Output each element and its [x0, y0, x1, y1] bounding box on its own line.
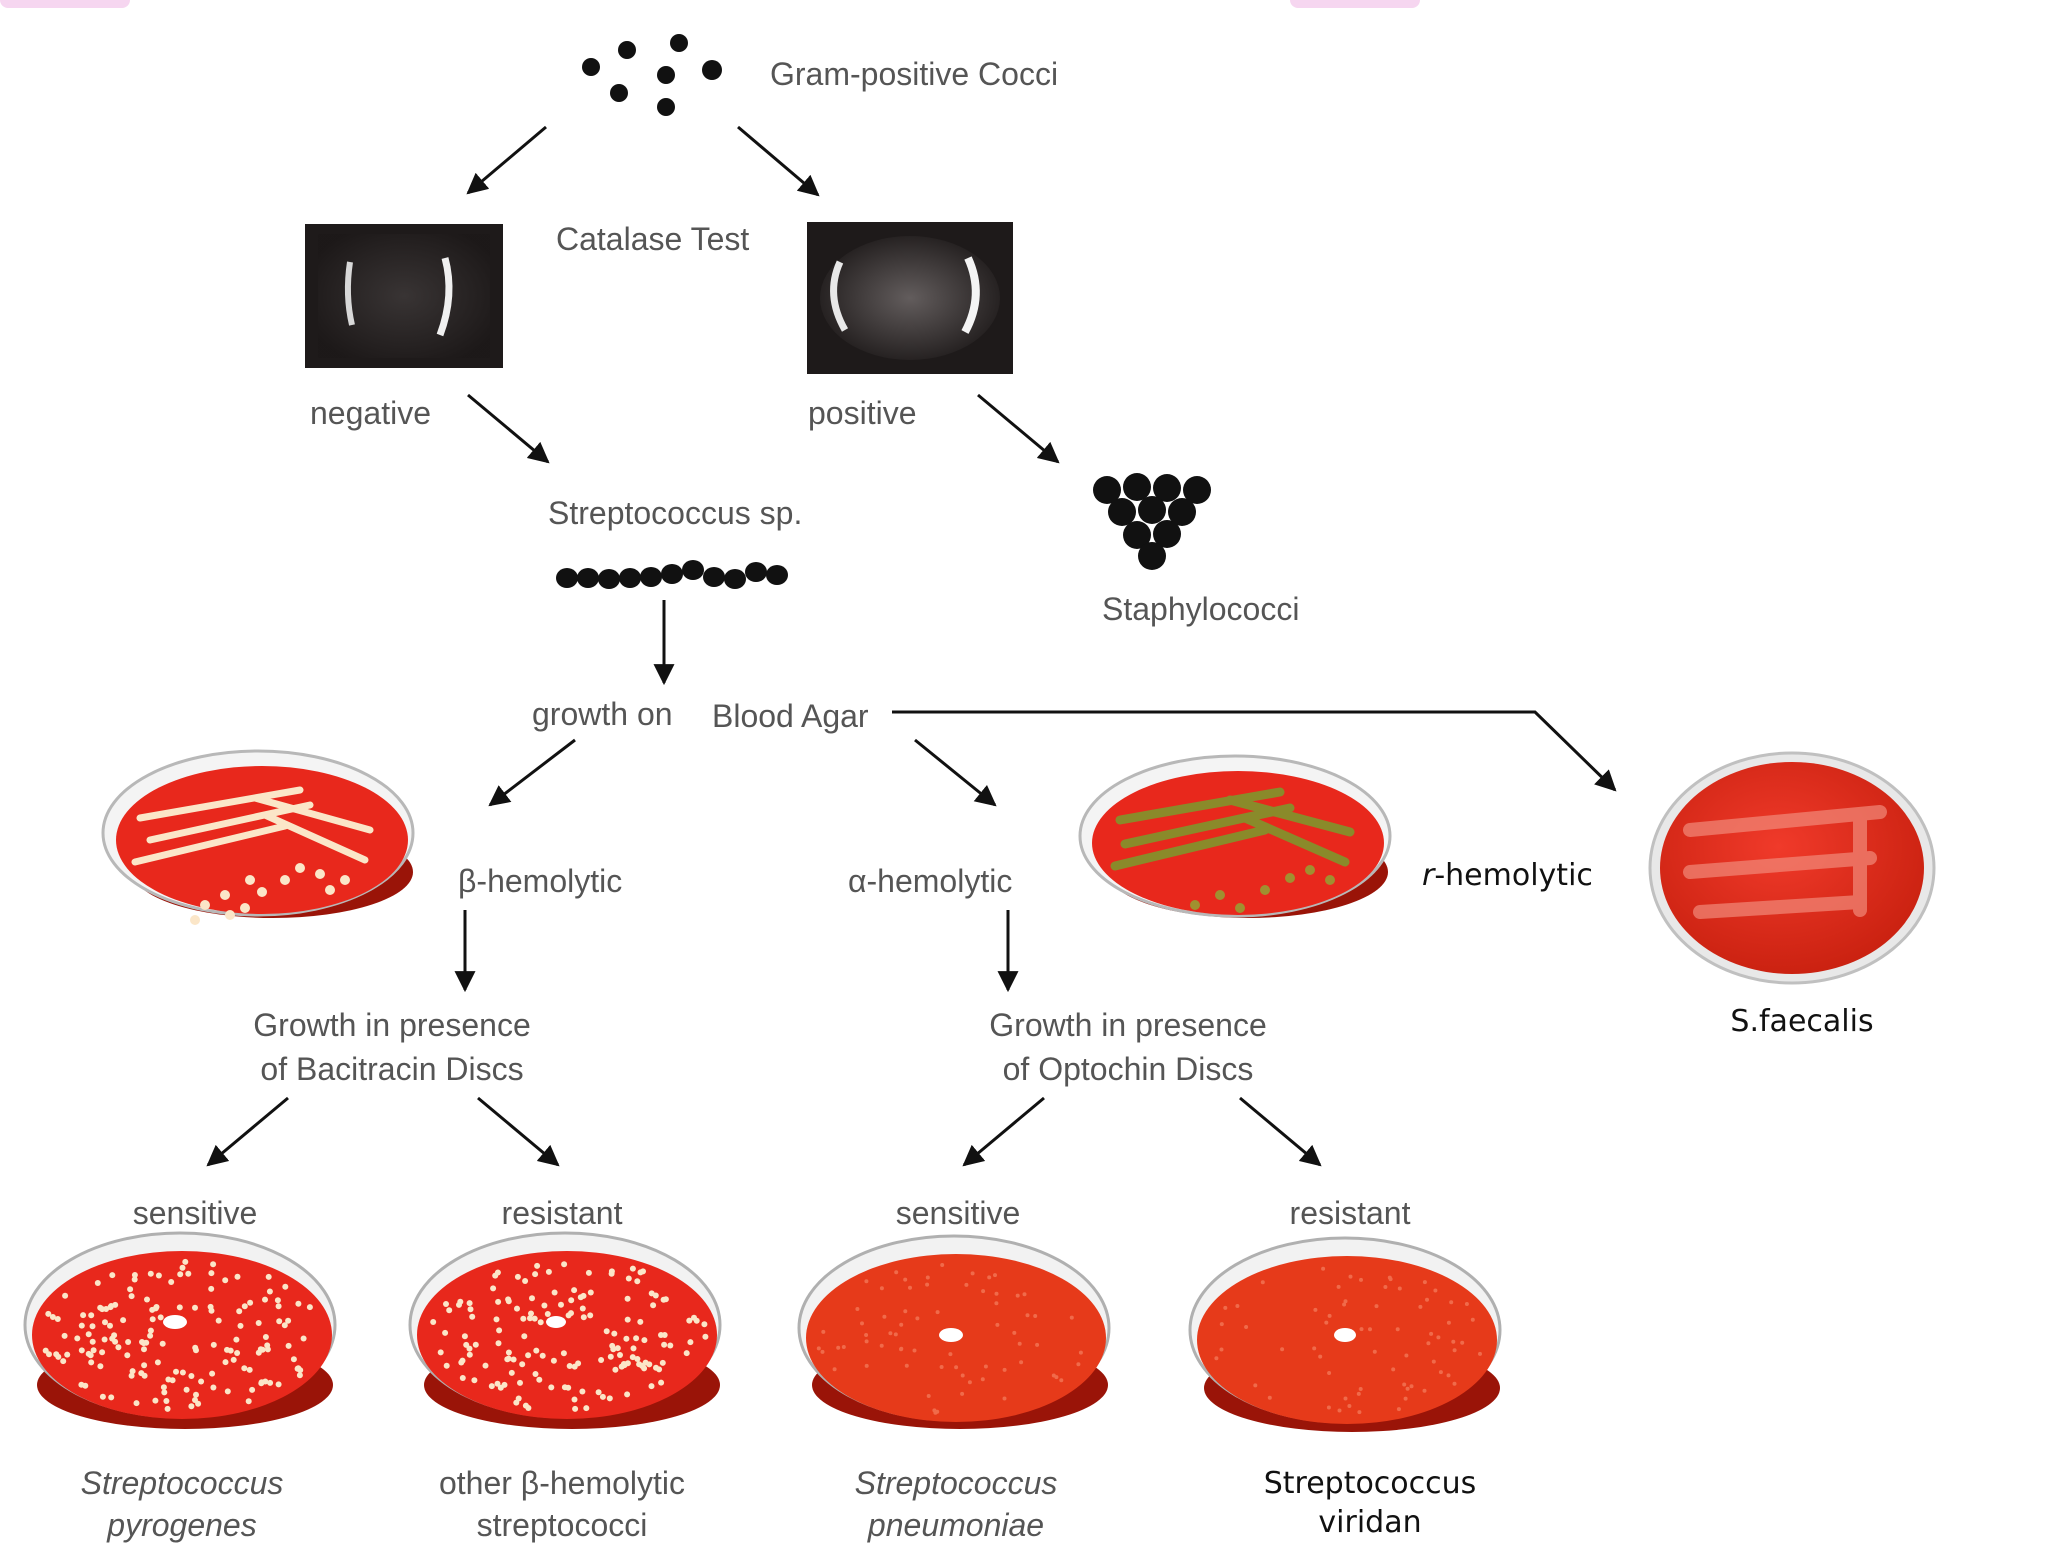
label-other-beta-line2: streptococci	[476, 1507, 648, 1543]
flow-arrows	[206, 125, 1617, 1167]
catalase-positive-slide	[807, 222, 1013, 374]
plate-viridan	[1188, 1236, 1502, 1432]
arrow-opt-to-sensitive	[962, 1096, 1045, 1167]
arrow-bac-to-resistant	[477, 1096, 560, 1167]
label-pneumoniae-line2: pneumoniae	[867, 1507, 1045, 1543]
label-bacitracin-sensitive: sensitive	[132, 1195, 258, 1231]
arrow-to-positive	[737, 125, 820, 197]
label-negative: negative	[310, 395, 431, 431]
label-gram-positive-cocci: Gram-positive Cocci	[770, 56, 1059, 92]
label-bacitracin-line2: of Bacitracin Discs	[260, 1051, 524, 1087]
label-s-faecalis: S.faecalis	[1730, 1004, 1874, 1039]
plate-other-beta	[408, 1231, 722, 1429]
arrow-to-gamma	[892, 710, 1617, 792]
beta-hemolytic-plate	[101, 749, 415, 925]
label-optochin-sensitive: sensitive	[895, 1195, 1021, 1231]
label-growth-on: growth on	[532, 696, 673, 732]
arrow-opt-to-resistant	[1239, 1096, 1322, 1167]
plate-pneumoniae	[797, 1234, 1111, 1429]
label-pneumoniae-line1: Streptococcus	[854, 1465, 1058, 1501]
label-streptococcus-sp: Streptococcus sp.	[548, 495, 803, 531]
arrow-bac-to-sensitive	[206, 1096, 289, 1167]
plate-pyogenes	[23, 1231, 337, 1429]
label-optochin-line1: Growth in presence	[989, 1007, 1267, 1043]
label-viridan-line1: Streptococcus	[1263, 1466, 1477, 1501]
label-gamma-text: -hemolytic	[1434, 858, 1593, 893]
arrow-positive-to-staph	[977, 393, 1060, 464]
label-other-beta-line1: other β-hemolytic	[438, 1465, 686, 1501]
cocci-cluster-icon	[582, 34, 722, 116]
label-viridan-line2: viridan	[1318, 1505, 1422, 1540]
label-pyogenes-line2: pyrogenes	[107, 1507, 257, 1543]
label-staphylococci: Staphylococci	[1102, 591, 1300, 627]
label-positive: positive	[808, 395, 917, 431]
catalase-negative-slide	[305, 224, 503, 368]
arrow-to-beta	[488, 738, 576, 807]
arrow-to-negative	[466, 125, 547, 195]
staphylococci-cluster-icon	[1093, 473, 1211, 570]
label-blood-agar: Blood Agar	[712, 698, 869, 734]
label-catalase-test: Catalase Test	[556, 221, 750, 257]
corner-accent-right	[1290, 0, 1420, 8]
label-optochin-line2: of Optochin Discs	[1002, 1051, 1254, 1087]
alpha-hemolytic-plate	[1078, 754, 1392, 918]
streptococcus-chain-icon	[556, 560, 788, 589]
label-alpha-hemolytic: α-hemolytic	[848, 863, 1013, 899]
label-bacitracin-line1: Growth in presence	[253, 1007, 531, 1043]
label-optochin-resistant: resistant	[1289, 1195, 1411, 1231]
label-bacitracin-resistant: resistant	[501, 1195, 623, 1231]
corner-accent-left	[0, 0, 130, 8]
label-pyogenes-line1: Streptococcus	[80, 1465, 284, 1501]
arrow-to-alpha	[914, 738, 997, 807]
label-gamma-hemolytic: r-hemolytic	[1422, 858, 1593, 894]
gamma-hemolytic-plate	[1648, 751, 1936, 985]
arrow-negative-to-strep	[467, 393, 550, 464]
label-beta-hemolytic: β-hemolytic	[458, 863, 623, 899]
label-gamma-symbol: r	[1422, 858, 1435, 893]
